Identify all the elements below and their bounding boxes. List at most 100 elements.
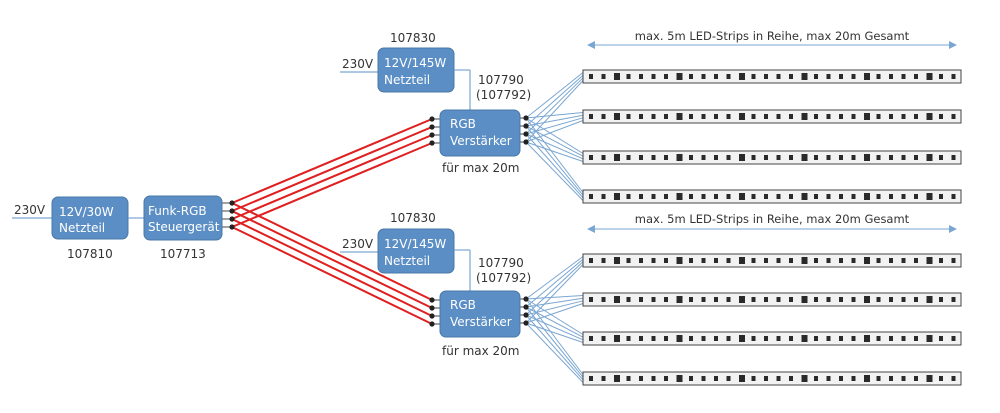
led-chip [839, 155, 843, 160]
amp-input-terminal [429, 116, 435, 122]
led-chip [876, 194, 881, 199]
led-chip [714, 258, 718, 263]
led-chip [614, 193, 620, 200]
led-chip [801, 335, 808, 342]
led-chip [889, 74, 893, 79]
main-psu-box: 12V/30W Netzteil [51, 196, 129, 240]
led-chip [776, 74, 781, 79]
led-chip [589, 376, 593, 381]
led-chip [614, 154, 620, 161]
blue-wire [525, 125, 584, 196]
controller-line1: Funk-RGB [148, 204, 207, 218]
led-chip [926, 335, 933, 342]
led-chip [701, 376, 706, 381]
blue-wire [525, 303, 584, 324]
led-chip [626, 155, 631, 160]
led-chip [739, 193, 745, 200]
led-chip [651, 258, 656, 263]
led-chip [864, 73, 870, 80]
led-chip [689, 258, 693, 263]
led-chip [789, 297, 793, 302]
led-chip [914, 336, 918, 341]
led-chip [826, 376, 831, 381]
led-chip [839, 258, 843, 263]
led-chip [851, 194, 856, 199]
led-chip [764, 376, 768, 381]
led-chip [826, 74, 831, 79]
branch1-psu-article: 107830 [390, 31, 436, 45]
branch1-amp-line1: RGB [450, 117, 476, 131]
led-chip [939, 74, 943, 79]
branch1-amp-line2: Verstärker [450, 134, 512, 148]
led-chip [714, 194, 718, 199]
led-chip [776, 297, 781, 302]
led-chip [614, 335, 620, 342]
led-chip [814, 336, 818, 341]
led-chip [764, 336, 768, 341]
main-psu-article: 107810 [67, 247, 113, 261]
led-chip [751, 74, 756, 79]
led-chip [776, 258, 781, 263]
led-chip [951, 155, 956, 160]
led-chip [876, 376, 881, 381]
blue-wire [525, 117, 584, 193]
led-chip [839, 376, 843, 381]
led-chip [876, 114, 881, 119]
led-chip [851, 155, 856, 160]
led-chip [601, 376, 606, 381]
led-chip [676, 73, 683, 80]
led-chip [676, 257, 683, 264]
led-chip [889, 336, 893, 341]
led-chip [776, 376, 781, 381]
led-chip [814, 297, 818, 302]
led-chip [926, 375, 933, 382]
branch2-amp-article-alt: (107792) [476, 271, 531, 285]
wires [222, 72, 584, 383]
led-chip [939, 376, 943, 381]
led-chip [601, 297, 606, 302]
led-chip [901, 194, 906, 199]
led-chip [914, 297, 918, 302]
led-chip [839, 74, 843, 79]
led-chip [814, 376, 818, 381]
led-chip [951, 114, 956, 119]
led-chip [651, 376, 656, 381]
led-chip [814, 155, 818, 160]
led-chip [689, 297, 693, 302]
led-chip [589, 336, 593, 341]
amp-output-terminal [523, 320, 529, 326]
led-chip [714, 155, 718, 160]
led-chip [814, 194, 818, 199]
led-chip [614, 113, 620, 120]
led-chip [764, 74, 768, 79]
led-chip [864, 296, 870, 303]
led-chip [926, 73, 933, 80]
led-chip [801, 296, 808, 303]
led-chip [851, 376, 856, 381]
red-wire [231, 226, 433, 325]
led-chip [676, 335, 683, 342]
led-chip [651, 155, 656, 160]
controller-output-terminal [229, 224, 235, 230]
led-chip [914, 376, 918, 381]
led-chip [814, 114, 818, 119]
led-chip [626, 336, 631, 341]
led-chip [639, 376, 643, 381]
led-chip [851, 336, 856, 341]
branch2-amp-article: 107790 [478, 256, 524, 270]
led-chip [664, 336, 668, 341]
led-chip [864, 113, 870, 120]
blue-wire [525, 295, 584, 300]
led-chip [714, 376, 718, 381]
led-chip [626, 297, 631, 302]
led-chip [901, 258, 906, 263]
amp-output-terminal [523, 304, 529, 310]
led-chip [839, 297, 843, 302]
led-chip [926, 193, 933, 200]
branch2-psu-line2: Netzteil [384, 254, 430, 268]
led-chip [639, 74, 643, 79]
led-chip [801, 154, 808, 161]
led-chip [701, 336, 706, 341]
branch1-psu-box: 12V/145W Netzteil [377, 47, 455, 93]
